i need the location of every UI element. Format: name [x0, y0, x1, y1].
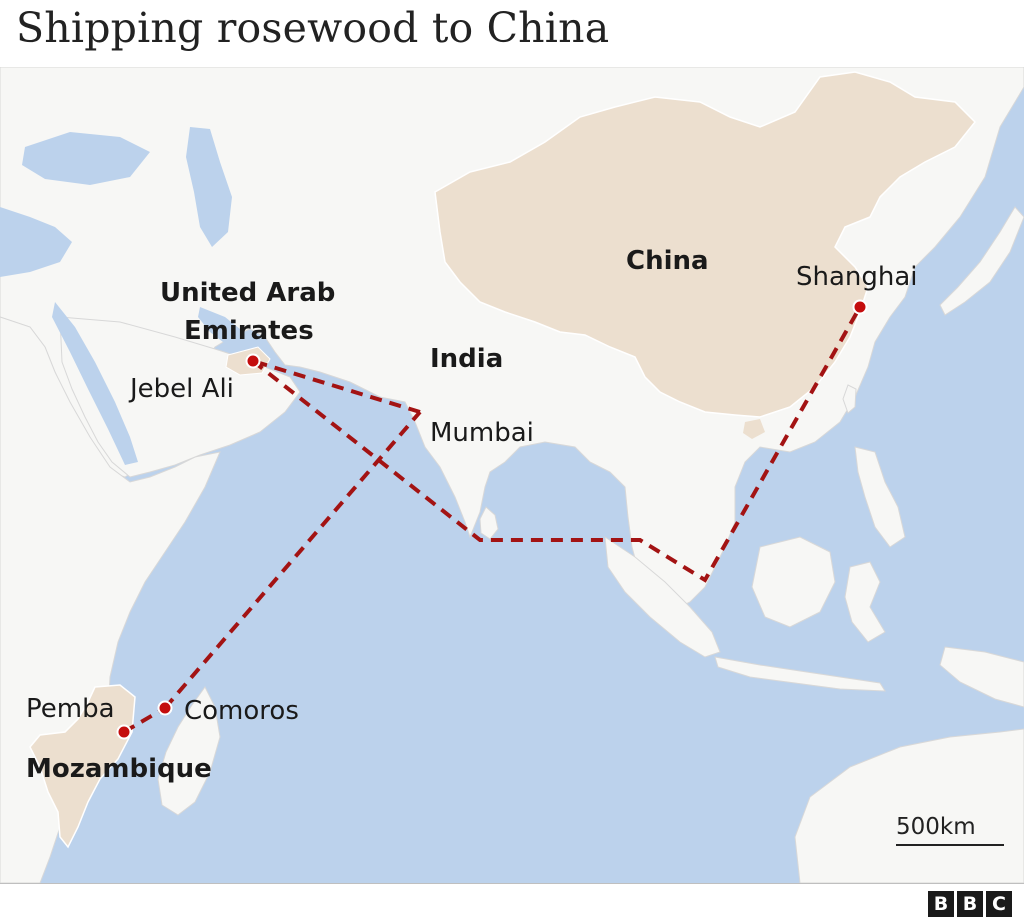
- scale-bar: 500km: [896, 814, 1004, 846]
- label-china: China: [626, 246, 709, 276]
- marker-shanghai[interactable]: [852, 299, 868, 315]
- route-jebel-ali-shanghai: [251, 306, 862, 583]
- label-india: India: [430, 344, 504, 374]
- black-sea: [22, 132, 150, 185]
- region-hainan: [743, 419, 765, 439]
- landmass-madagascar: [157, 686, 221, 816]
- landmass-sulawesi: [844, 561, 886, 643]
- landmass-japan: [939, 206, 1024, 316]
- bbc-logo-block-3: C: [986, 891, 1012, 917]
- red-sea: [52, 302, 138, 465]
- scale-label: 500km: [896, 814, 976, 840]
- bbc-logo: B B C: [928, 891, 1012, 917]
- footer-divider: [0, 883, 1024, 884]
- label-pemba: Pemba: [26, 694, 115, 724]
- marker-comoros[interactable]: [157, 700, 173, 716]
- scale-line: [896, 844, 1004, 846]
- bbc-logo-block-1: B: [928, 891, 954, 917]
- map-area[interactable]: China Shanghai United Arab Emirates Indi…: [0, 67, 1024, 883]
- caspian-sea: [186, 127, 232, 247]
- route-comoros-mumbai: [163, 410, 422, 710]
- label-shanghai: Shanghai: [796, 262, 918, 292]
- label-comoros: Comoros: [184, 696, 299, 726]
- label-uae-line2: Emirates: [184, 316, 314, 346]
- landmass-borneo: [751, 536, 836, 628]
- map-title: Shipping rosewood to China: [16, 4, 610, 52]
- map-svg: [0, 67, 1024, 883]
- mediterranean-sea: [0, 207, 72, 277]
- persian-gulf: [198, 307, 268, 362]
- label-mozambique: Mozambique: [26, 754, 212, 784]
- region-china: [434, 71, 977, 418]
- landmass-java: [714, 656, 886, 692]
- region-mozambique: [29, 684, 136, 849]
- label-uae-line1: United Arab: [160, 278, 336, 308]
- landmass-sri-lanka: [479, 506, 499, 540]
- landmass-taiwan: [842, 384, 857, 414]
- route-pemba-comoros: [122, 706, 167, 734]
- landmass-philippines: [854, 446, 906, 548]
- marker-jebel-ali[interactable]: [245, 353, 261, 369]
- landmass-sumatra: [604, 535, 721, 658]
- location-markers: [116, 299, 868, 740]
- route-mumbai-jebel-ali: [252, 359, 421, 414]
- shipping-routes: [122, 306, 862, 734]
- label-mumbai: Mumbai: [430, 418, 534, 448]
- marker-pemba[interactable]: [116, 724, 132, 740]
- label-jebel-ali: Jebel Ali: [130, 374, 234, 404]
- bbc-logo-block-2: B: [957, 891, 983, 917]
- landmass-new-guinea: [939, 646, 1024, 708]
